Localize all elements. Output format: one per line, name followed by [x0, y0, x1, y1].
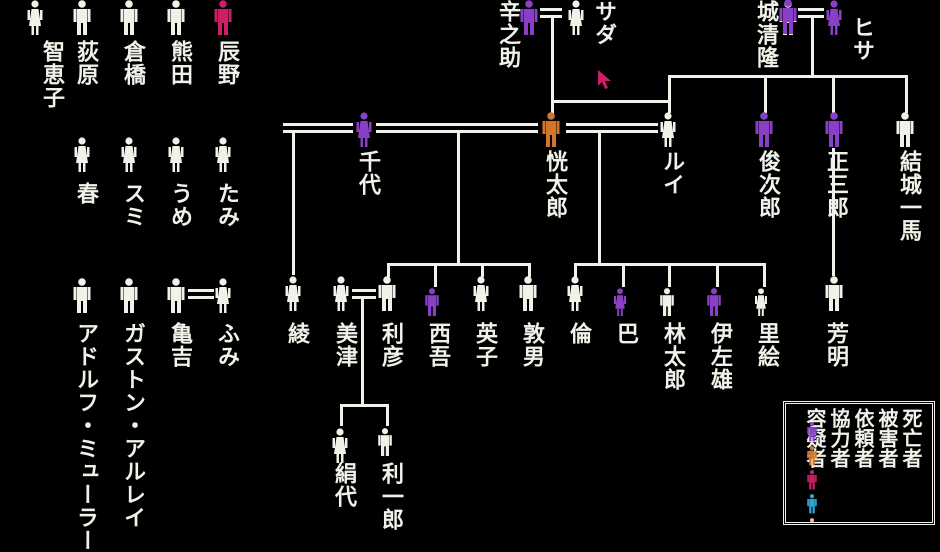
legend-figure-icon [806, 494, 818, 518]
tree-figure-icon[interactable] [565, 276, 585, 312]
tree-name: 千代 [355, 150, 380, 196]
cast-name: 荻原 [73, 40, 98, 86]
tree-name: 利彦 [378, 322, 403, 368]
tree-figure-icon[interactable] [331, 276, 351, 312]
tree-figure-icon[interactable] [824, 0, 844, 36]
tree-name: 恍太郎 [542, 150, 567, 219]
cast-name: 亀吉 [167, 322, 192, 368]
tree-name: 綾 [284, 322, 309, 345]
cast-figure-icon[interactable] [166, 137, 186, 173]
tree-name: 結城一馬 [896, 150, 921, 242]
tree-figure-icon[interactable] [824, 112, 844, 148]
tree-figure-icon[interactable] [824, 276, 844, 312]
tree-name: 芳明 [823, 322, 848, 368]
tree-figure-icon[interactable] [612, 288, 632, 324]
tree-figure-icon[interactable] [658, 112, 678, 148]
tree-name: 辛之助 [495, 0, 520, 69]
cast-name: スミ [120, 182, 145, 228]
tree-name: 利一郎 [378, 462, 403, 531]
legend-figure-icon [806, 518, 818, 522]
cast-name: たみ [214, 182, 239, 228]
tree-figure-icon[interactable] [753, 288, 773, 324]
tree-name: 城清隆 [753, 0, 778, 69]
cast-name: 春 [73, 182, 98, 205]
legend-figure-icon [806, 422, 818, 446]
tree-name: 敦男 [519, 322, 544, 368]
tree-name: 林太郎 [660, 322, 685, 391]
tree-figure-icon[interactable] [377, 276, 397, 312]
tree-name: サダ [591, 0, 616, 46]
cast-figure-icon[interactable] [119, 278, 139, 314]
tree-name: 英子 [472, 322, 497, 368]
cast-name: アドルフ・ミューラー [73, 322, 98, 552]
legend-item: 死亡者 [898, 408, 924, 518]
tree-figure-icon[interactable] [354, 112, 374, 148]
tree-name: 西吾 [425, 322, 450, 368]
tree-figure-icon[interactable] [706, 288, 726, 324]
legend-figure-icon [806, 470, 818, 494]
tree-name: 絹代 [331, 462, 356, 508]
legend-label: 死亡者 [899, 408, 923, 468]
cast-figure-icon[interactable] [72, 137, 92, 173]
tree-figure-icon[interactable] [659, 288, 679, 324]
tree-name: 里絵 [754, 322, 779, 368]
cast-name: 熊田 [167, 40, 192, 86]
tree-name: 俊次郎 [755, 150, 780, 219]
legend-item: 依頼者 [850, 408, 876, 518]
tree-figure-icon[interactable] [895, 112, 915, 148]
tree-name: 伊左雄 [707, 322, 732, 391]
cast-name: ガストン・アルレイ [120, 322, 145, 529]
tree-name: 巴 [613, 322, 638, 345]
cast-figure-icon[interactable] [213, 137, 233, 173]
cast-figure-icon[interactable] [213, 0, 233, 36]
cast-name: ふみ [214, 322, 239, 368]
legend-item: 協力者 [826, 408, 852, 518]
legend-label: 依頼者 [851, 408, 875, 468]
legend-label: 協力者 [827, 408, 851, 468]
cast-figure-icon[interactable] [119, 0, 139, 36]
tree-figure-icon[interactable] [377, 428, 397, 464]
tree-figure-icon[interactable] [541, 112, 561, 148]
tree-figure-icon[interactable] [566, 0, 586, 36]
tree-figure-icon[interactable] [283, 276, 303, 312]
cast-figure-icon[interactable] [72, 0, 92, 36]
cast-name: うめ [167, 182, 192, 228]
legend-figure-icon [806, 446, 818, 470]
legend: 死亡者被害者依頼者協力者容疑者 [783, 401, 935, 525]
tree-figure-icon[interactable] [754, 112, 774, 148]
pointer-cursor-icon[interactable] [598, 70, 614, 90]
cast-figure-icon[interactable] [166, 0, 186, 36]
legend-label: 容疑者 [803, 408, 827, 468]
cast-figure-icon[interactable] [166, 278, 186, 314]
cast-name: 倉橋 [120, 40, 145, 86]
legend-item: 被害者 [874, 408, 900, 518]
tree-figure-icon[interactable] [424, 288, 444, 324]
cast-figure-icon[interactable] [213, 278, 233, 314]
tree-name: ヒサ [849, 16, 874, 62]
cast-figure-icon[interactable] [25, 0, 45, 36]
cast-figure-icon[interactable] [72, 278, 92, 314]
tree-name: 美津 [332, 322, 357, 368]
tree-figure-icon[interactable] [518, 276, 538, 312]
cast-name: 智恵子 [39, 40, 64, 109]
cast-name: 辰野 [214, 40, 239, 86]
cast-figure-icon[interactable] [119, 137, 139, 173]
legend-item: 容疑者 [802, 408, 828, 518]
tree-figure-icon[interactable] [330, 428, 350, 464]
tree-name: 倫 [566, 322, 591, 345]
tree-name: ルイ [659, 150, 684, 196]
tree-figure-icon[interactable] [471, 276, 491, 312]
legend-label: 被害者 [875, 408, 899, 468]
tree-figure-icon[interactable] [778, 0, 798, 35]
tree-name: 正三郎 [823, 150, 848, 219]
tree-figure-icon[interactable] [519, 0, 539, 36]
family-tree-screen: 智恵子 荻原 倉橋 熊田 辰野 春 [25, 0, 935, 552]
